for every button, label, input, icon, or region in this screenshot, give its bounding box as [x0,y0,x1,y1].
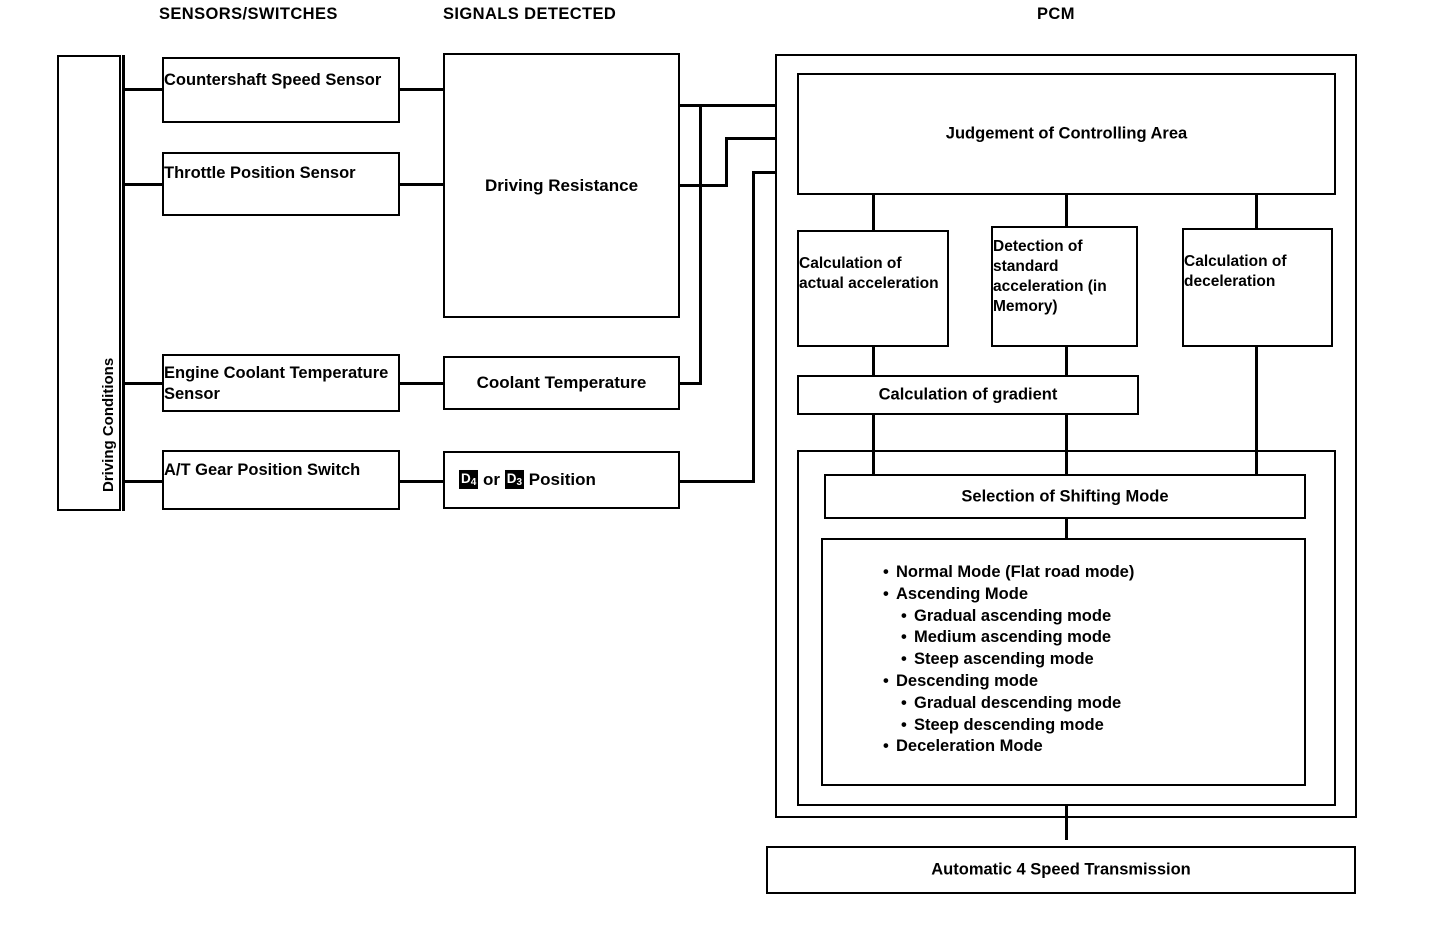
pcm-label-detection-of-standard-acceleration: Detection of standard acceleration (in M… [993,238,1107,315]
connector-coolant-riser [699,104,702,384]
pcm-box-detection-of-standard-acceleration: Detection of standard acceleration (in M… [991,226,1138,347]
connector-judgement-to-standard-acceleration [1065,195,1068,230]
mode-list-item: • Gradual ascending mode [883,606,1134,628]
connector-driving-resistance-to-pcm-mid [725,137,798,140]
d3-indicator-icon: D3 [504,470,525,490]
mode-list-item-label: Gradual descending mode [914,693,1122,712]
mode-list-item-label: Ascending Mode [896,584,1029,603]
driving-conditions-bus [122,55,125,511]
connector-throttle-to-driving-resistance [400,183,445,186]
mode-list-item-label: Descending mode [896,671,1039,690]
d4-subscript: 4 [470,477,477,489]
sensor-box-engine-coolant-temperature-sensor: Engine Coolant Temperature Sensor [162,354,400,412]
mode-list-item-label: Steep ascending mode [914,650,1094,669]
bullet-icon: • [883,737,889,756]
connector-gear-position-out [680,480,755,483]
pcm-box-selection-of-shifting-mode: Selection of Shifting Mode [824,474,1306,519]
mode-list-item: • Medium ascending mode [883,627,1134,649]
pcm-box-judgement-of-controlling-area: Judgement of Controlling Area [797,73,1336,195]
driving-conditions-label: Driving Conditions [100,357,117,492]
connector-driving-resistance-out-mid [680,184,728,187]
connector-actual-acceleration-to-gradient [872,347,875,375]
pcm-label-selection-of-shifting-mode: Selection of Shifting Mode [961,487,1169,505]
pcm-box-calculation-of-gradient: Calculation of gradient [797,375,1139,415]
sensor-label-engine-coolant-temperature-sensor: Engine Coolant Temperature Sensor [164,364,389,403]
pcm-label-calculation-of-deceleration: Calculation of deceleration [1184,253,1287,290]
bullet-icon: • [901,650,907,669]
mode-list-item: • Descending mode [883,671,1134,693]
column-heading-signals: SIGNALS DETECTED [443,5,617,23]
connector-group-to-selection-left [872,450,875,474]
sensor-label-at-gear-position-switch: A/T Gear Position Switch [164,461,361,479]
connector-bus-to-countershaft [122,88,164,91]
pcm-box-calculation-of-actual-acceleration: Calculation of actual acceleration [797,230,949,347]
connector-gear-switch-to-gear-position [400,480,445,483]
mode-list-item-label: Steep descending mode [914,715,1104,734]
connector-coolant-out [680,382,702,385]
mode-list-item: • Steep ascending mode [883,649,1134,671]
mode-list-item-label: Normal Mode (Flat road mode) [896,563,1135,581]
mode-list-item: • Normal Mode (Flat road mode) [883,562,1134,584]
signal-label-gear-position: D4 or D3 Position [459,470,672,490]
bullet-icon: • [901,628,907,647]
gear-position-suffix: Position [524,469,596,489]
bullet-icon: • [883,563,889,581]
connector-group-to-selection-mid [1065,450,1068,474]
connector-gradient-to-shifting-group [872,415,875,450]
bullet-icon: • [901,693,907,712]
signal-box-driving-resistance: Driving Resistance [443,53,680,318]
mode-list-item: • Steep descending mode [883,715,1134,737]
pcm-label-calculation-of-gradient: Calculation of gradient [878,385,1058,404]
bullet-icon: • [901,715,907,734]
sensor-box-throttle-position-sensor: Throttle Position Sensor [162,152,400,216]
bullet-icon: • [883,584,889,603]
mode-list: • Normal Mode (Flat road mode) • Ascending … [883,562,1134,758]
connector-bus-to-coolant [122,382,164,385]
connector-driving-resistance-out-top [680,104,702,107]
mode-list-item: • Ascending Mode [883,584,1134,606]
connector-group-to-selection-right [1255,450,1258,474]
signal-box-gear-position: D4 or D3 Position [443,451,680,509]
pcm-box-mode-list: • Normal Mode (Flat road mode) • Ascending … [821,538,1306,786]
signal-label-coolant-temperature: Coolant Temperature [476,373,647,392]
mode-list-item-label: Gradual ascending mode [914,606,1112,625]
connector-countershaft-to-driving-resistance [400,88,445,91]
d4-indicator-icon: D4 [459,470,479,490]
connector-driving-resistance-to-pcm-top [699,104,798,107]
connector-driving-resistance-riser [725,137,728,186]
connector-bus-to-throttle [122,183,164,186]
mode-list-item: • Gradual descending mode [883,693,1134,715]
output-label-automatic-transmission: Automatic 4 Speed Transmission [931,860,1191,879]
connector-selection-to-mode-list [1065,519,1068,538]
sensor-box-at-gear-position-switch: A/T Gear Position Switch [162,450,400,510]
pcm-box-calculation-of-deceleration: Calculation of deceleration [1182,228,1333,347]
connector-standard-acceleration-to-gradient [1065,347,1068,375]
connector-deceleration-to-shifting-group [1255,347,1258,450]
d3-subscript: 3 [516,477,523,489]
connector-bus-to-gear-switch [122,480,164,483]
connector-judgement-to-deceleration [1255,195,1258,230]
connector-judgement-to-actual-acceleration [872,195,875,230]
connector-gradient-right-to-shifting-group [1065,415,1068,450]
pcm-label-judgement-of-controlling-area: Judgement of Controlling Area [945,124,1188,143]
sensor-box-countershaft-speed-sensor: Countershaft Speed Sensor [162,57,400,123]
signal-label-driving-resistance: Driving Resistance [484,175,639,195]
sensor-label-countershaft-speed-sensor: Countershaft Speed Sensor [164,71,382,89]
pcm-label-calculation-of-actual-acceleration: Calculation of actual acceleration [799,255,939,292]
column-heading-sensors: SENSORS/SWITCHES [159,5,338,23]
signal-box-coolant-temperature: Coolant Temperature [443,356,680,410]
bullet-icon: • [901,606,907,625]
bullet-icon: • [883,671,889,690]
column-heading-pcm: PCM [1037,5,1075,23]
output-box-automatic-transmission: Automatic 4 Speed Transmission [766,846,1356,894]
connector-coolant-sensor-to-coolant-temperature [400,382,445,385]
gear-position-conjunction: or [478,469,505,489]
connector-pcm-to-transmission [1065,806,1068,840]
mode-list-item-label: Deceleration Mode [896,737,1043,756]
driving-conditions-box: Driving Conditions [57,55,121,511]
sensor-label-throttle-position-sensor: Throttle Position Sensor [164,164,356,182]
connector-gear-position-riser [752,171,755,482]
mode-list-item: • Deceleration Mode [883,736,1134,758]
mode-list-item-label: Medium ascending mode [914,628,1112,647]
